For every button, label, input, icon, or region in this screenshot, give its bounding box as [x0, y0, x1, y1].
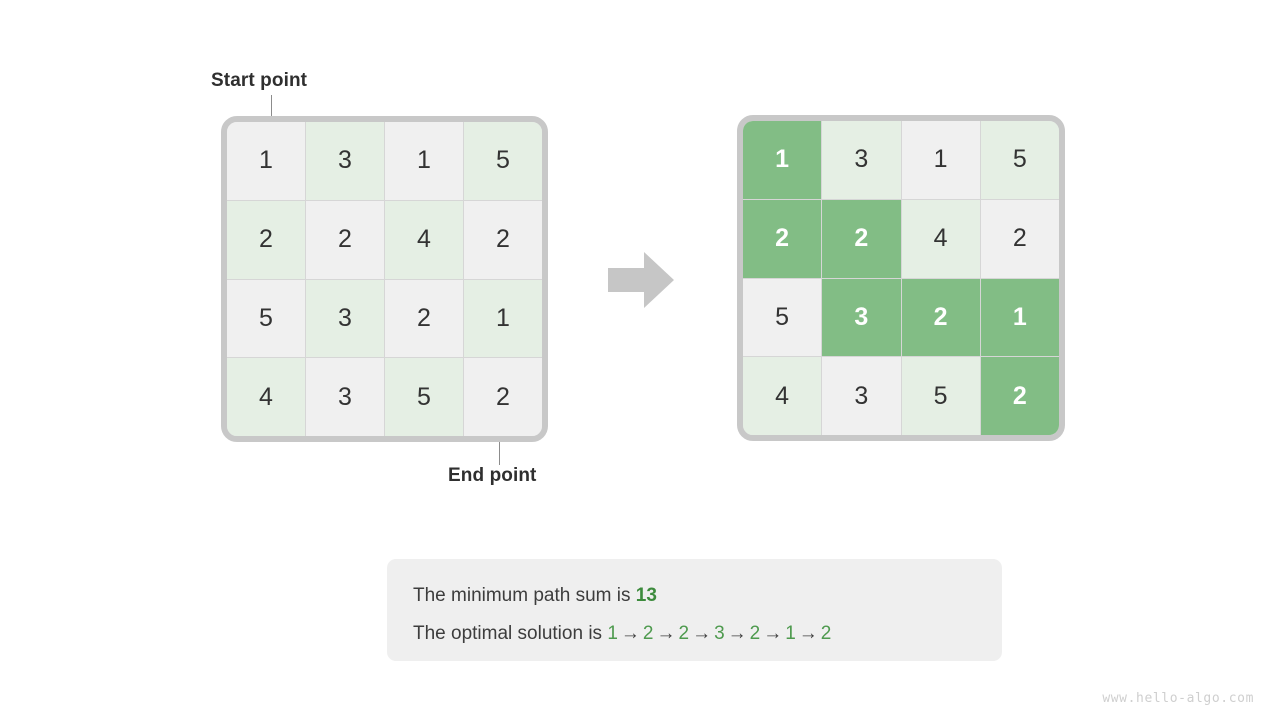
grid-cell: 4: [385, 200, 463, 279]
grid-cell: 4: [901, 199, 980, 278]
grid-cell: 5: [901, 357, 980, 435]
path-step-value: 2: [642, 623, 654, 644]
optimal-solution-line: The optimal solution is 1→2→2→3→2→1→2: [413, 615, 976, 653]
grid-cell: 5: [743, 278, 822, 357]
grid-cell: 2: [385, 279, 463, 358]
grid-cell: 2: [980, 199, 1059, 278]
grid-cell: 2: [306, 200, 384, 279]
path-step-value: 2: [749, 623, 761, 644]
grid-cell: 2: [901, 278, 980, 357]
grid-cell: 2: [464, 358, 542, 436]
grid-cell: 1: [464, 279, 542, 358]
path-arrow-icon: →: [727, 623, 747, 644]
grid-cell: 3: [822, 121, 901, 199]
end-point-label: End point: [448, 465, 537, 486]
path-arrow-icon: →: [798, 623, 818, 644]
grid-cell: 1: [227, 122, 305, 200]
grid-cell: 2: [980, 357, 1059, 435]
path-step-value: 2: [820, 623, 832, 644]
grid-cell: 4: [227, 358, 305, 436]
path-step-value: 1: [607, 623, 618, 644]
grid-cell: 2: [464, 200, 542, 279]
grid-cell: 2: [743, 199, 822, 278]
path-arrow-icon: →: [620, 623, 640, 644]
optimal-solution-path: 1→2→2→3→2→1→2: [607, 623, 831, 644]
grid-cell: 5: [980, 121, 1059, 199]
right-arrow-icon: [608, 252, 674, 308]
minimum-sum-value: 13: [635, 585, 657, 606]
path-step-value: 2: [678, 623, 690, 644]
path-step-value: 1: [785, 623, 796, 644]
grid-cell: 1: [980, 278, 1059, 357]
path-step-value: 3: [714, 623, 725, 644]
grid-cell: 3: [822, 357, 901, 435]
grid-cell: 3: [306, 358, 384, 436]
site-watermark: www.hello-algo.com: [1102, 691, 1254, 706]
optimal-solution-prefix: The optimal solution is: [413, 623, 608, 644]
path-arrow-icon: →: [656, 623, 676, 644]
grid-cell: 4: [743, 357, 822, 435]
start-point-label: Start point: [211, 70, 308, 91]
grid-cell: 5: [464, 122, 542, 200]
grid-cell: 3: [822, 278, 901, 357]
grid-cell: 1: [743, 121, 822, 199]
grid-cell: 2: [227, 200, 305, 279]
path-arrow-icon: →: [763, 623, 783, 644]
grid-cell: 5: [227, 279, 305, 358]
grid-cell: 1: [385, 122, 463, 200]
caption-panel: The minimum path sum is 13 The optimal s…: [387, 559, 1002, 661]
minimum-sum-line: The minimum path sum is 13: [413, 577, 976, 615]
minimum-sum-prefix: The minimum path sum is: [413, 585, 636, 606]
grid-cell: 1: [901, 121, 980, 199]
path-arrow-icon: →: [692, 623, 712, 644]
grid-cell: 3: [306, 122, 384, 200]
grid-cell: 3: [306, 279, 384, 358]
grid-cell: 2: [822, 199, 901, 278]
grid-cell: 5: [385, 358, 463, 436]
